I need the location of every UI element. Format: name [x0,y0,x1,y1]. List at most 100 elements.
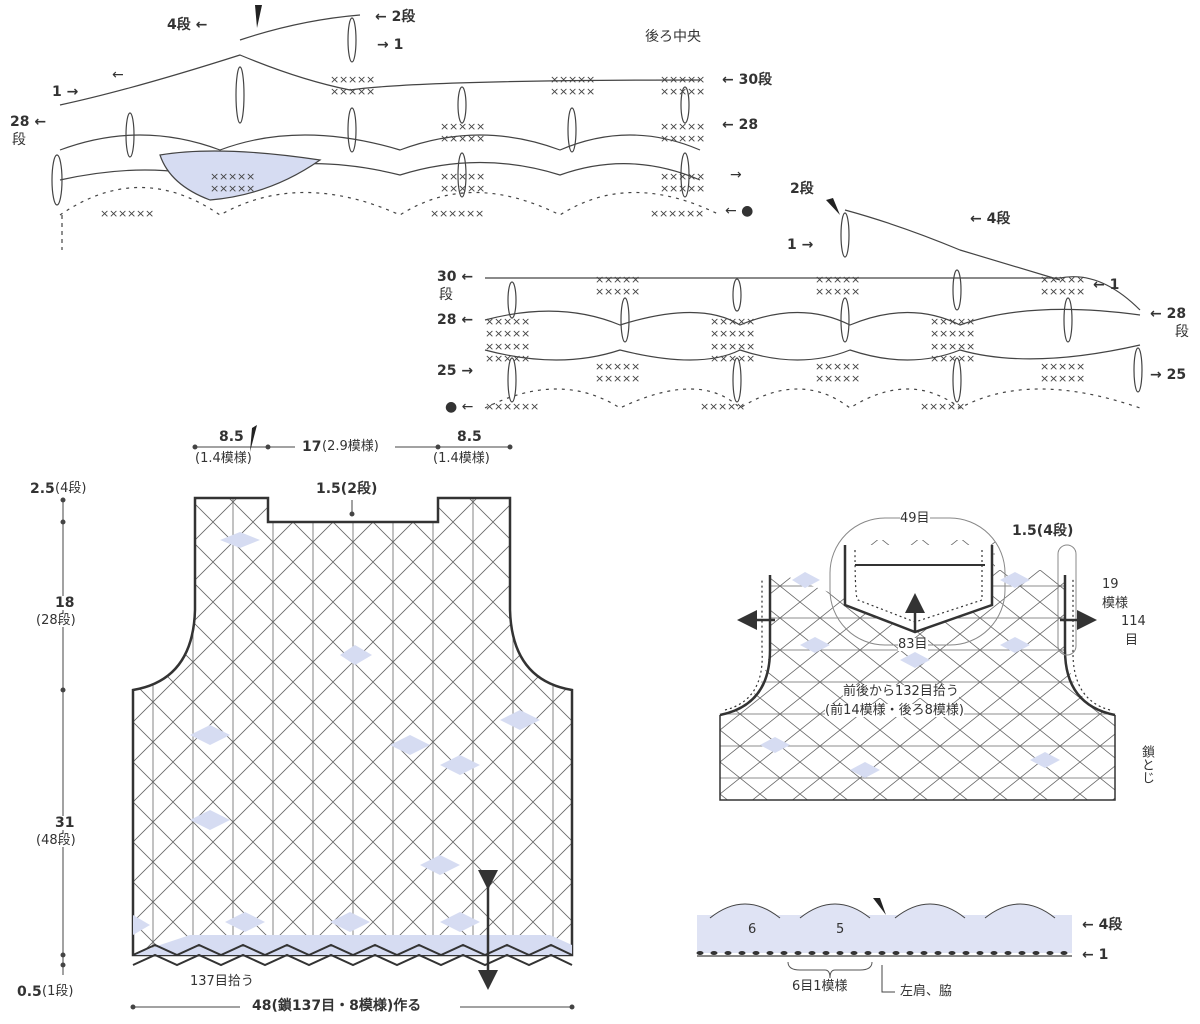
chain-stitch [808,951,816,955]
side-seam-label: 鎖とじ [1139,745,1154,784]
neck-bottom-count: 83目 [898,637,928,652]
row-28-right-label: ← 28 [722,117,759,133]
stitch-x: × [237,170,246,183]
stitch-x: × [357,85,366,98]
stitch-x: × [476,132,485,145]
stitch-x: × [568,85,577,98]
stitch-x: × [595,273,604,286]
stitch-x: × [210,170,219,183]
chain-stitch [892,951,900,955]
stitch-x: × [815,372,824,385]
stitch-x: × [485,315,494,328]
stitch-x: × [613,273,622,286]
stitch-x: × [521,352,530,365]
stitch-x: × [503,352,512,365]
start-marker-right: ● ← [445,399,474,415]
chain-stitch [906,951,914,955]
stitch-x: × [851,360,860,373]
stitch-x: × [677,207,686,220]
assembly-piece [719,517,1116,801]
stitch-x: × [1049,360,1058,373]
stitch-x: × [136,207,145,220]
left-dim-4-sub: (1段) [42,984,74,999]
stitch-x: × [458,182,467,195]
stitch-x: × [696,120,705,133]
stitch-x: × [521,340,530,353]
chain-stitch [948,951,956,955]
stitch-x: × [660,132,669,145]
stitch-x: × [458,132,467,145]
direction-arrow: → [730,167,742,183]
top-dim-left-value: 8.5 [219,429,244,445]
stitch-x: × [669,120,678,133]
stitch-x: × [678,132,687,145]
stitch-x: × [737,340,746,353]
stitch-x: × [622,360,631,373]
row-4-label: 4段 ← [167,17,208,33]
chain-stitch [864,951,872,955]
stitch-x: × [719,315,728,328]
stitch-x: × [246,182,255,195]
chain-stitch [822,951,830,955]
stitch-x: × [737,352,746,365]
row-4-label-right: ← 4段 [970,211,1011,227]
edging-number-5: 5 [836,922,845,937]
stitch-x: × [687,85,696,98]
stitch-x: × [938,400,947,413]
top-dim-center-value: 17 [302,439,322,455]
armhole-count-114: 114 [1121,614,1146,629]
stitch-x: × [695,207,704,220]
chain-stitch [878,951,886,955]
stitch-x: × [930,315,939,328]
stitch-x: × [710,340,719,353]
stitch-x: × [613,372,622,385]
stitch-x: × [521,315,530,328]
stitch-x: × [851,273,860,286]
left-dim-1-value: 2.5 [30,481,55,497]
stitch-x: × [678,170,687,183]
stitch-x: × [948,340,957,353]
stitch-x: × [669,73,678,86]
stitch-x: × [449,132,458,145]
back-center-label: 後ろ中央 [645,29,701,45]
stitch-x: × [586,73,595,86]
stitch-x: × [700,400,709,413]
body-piece [60,444,575,1010]
stitch-x: × [939,327,948,340]
stitch-x: × [512,315,521,328]
stitch-x: × [631,372,640,385]
stitch-x: × [851,285,860,298]
stitch-x: × [458,120,467,133]
stitch-x: × [833,273,842,286]
stitch-x: × [678,182,687,195]
stitch-x: × [939,352,948,365]
stitch-x: × [1076,372,1085,385]
stitch-x: × [920,400,929,413]
chain-stitch [766,951,774,955]
stitch-x: × [613,285,622,298]
stitch-x: × [687,170,696,183]
stitch-x: × [824,285,833,298]
dan-right-label: 段 [1175,324,1189,340]
stitch-x: × [467,182,476,195]
stitch-x: × [728,352,737,365]
stitch-x: × [604,273,613,286]
stitch-x: × [595,360,604,373]
top-dim-right-sub: (1.4模様) [433,451,490,466]
stitch-x: × [457,207,466,220]
stitch-x: × [669,170,678,183]
stitch-x: × [631,285,640,298]
stitch-x: × [956,400,965,413]
dan-label: 段 [12,132,26,148]
neck-edge-label: 1.5(2段) [316,481,378,497]
stitch-x: × [660,73,669,86]
stitch-x: × [1040,273,1049,286]
stitch-x: × [687,73,696,86]
row-1-right-label: → 1 [377,37,404,53]
stitch-x: × [440,120,449,133]
stitch-x: × [348,85,357,98]
stitch-x: × [966,352,975,365]
stitch-x: × [947,400,956,413]
stitch-x: × [476,182,485,195]
stitch-x: × [1067,372,1076,385]
